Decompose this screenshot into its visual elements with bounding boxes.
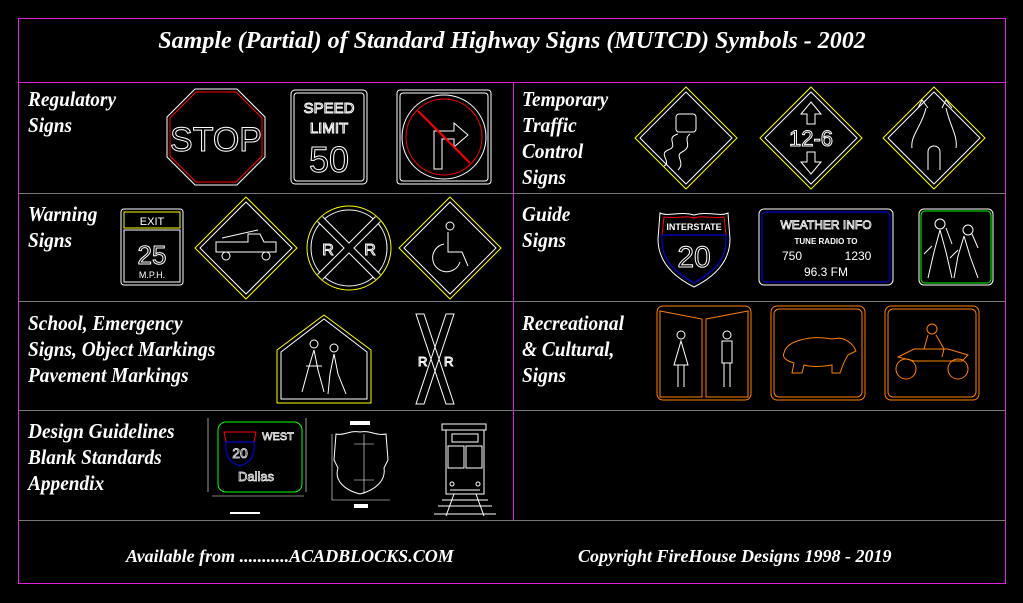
- section-recreational: Recreational & Cultural, Signs: [522, 311, 624, 387]
- railroad-pavement-marking: R R: [415, 313, 455, 405]
- interstate-number: 20: [677, 241, 710, 274]
- divider: [18, 520, 1006, 521]
- section-guide: Guide Signs: [522, 202, 571, 252]
- weather-tune: TUNE RADIO TO: [795, 237, 858, 246]
- exit-unit: M.P.H.: [139, 270, 165, 280]
- guide-direction: WEST: [262, 431, 294, 443]
- light-rail-sign: [434, 423, 496, 517]
- guide-sign-design-drawing: 20 WEST Dallas: [207, 418, 307, 514]
- restrooms-sign: [656, 305, 752, 401]
- hours-text: 12-6: [789, 126, 833, 151]
- atv-sign: [884, 305, 980, 401]
- exit-text: EXIT: [140, 216, 165, 228]
- speed-limit-sign: SPEED LIMIT 50: [290, 89, 368, 185]
- railroad-crossing-sign: R R: [306, 205, 392, 291]
- divider: [18, 301, 1006, 302]
- fire-station-sign: [194, 196, 298, 300]
- footer-available: Available from ...........ACADBLOCKS.COM: [126, 546, 454, 566]
- divider: [18, 82, 1006, 83]
- section-school: School, Emergency Signs, Object Markings…: [28, 311, 216, 387]
- weather-fm: 96.3 FM: [804, 265, 848, 279]
- no-right-turn-sign: [396, 89, 492, 185]
- rr-marking-right: R: [444, 354, 453, 369]
- footer-copyright: Copyright FireHouse Designs 1998 - 2019: [578, 546, 892, 566]
- school-crossing-sign: [276, 314, 372, 404]
- work-hours-sign: 12-6: [759, 86, 863, 190]
- weather-title: WEATHER INFO: [780, 218, 871, 232]
- divided-road-sign: [882, 86, 986, 190]
- limit-text: LIMIT: [310, 120, 348, 137]
- exit-number: 25: [138, 240, 167, 270]
- speed-value: 50: [309, 139, 349, 180]
- section-design: Design Guidelines Blank Standards Append…: [28, 419, 175, 495]
- handicapped-sign: [398, 196, 502, 300]
- slippery-road-sign: [634, 86, 738, 190]
- rr-left: R: [322, 242, 334, 259]
- rr-marking-left: R: [418, 354, 427, 369]
- stop-text: STOP: [170, 121, 262, 159]
- rr-right: R: [364, 242, 376, 259]
- stop-sign: STOP: [166, 88, 266, 186]
- interstate-shield: INTERSTATE 20: [657, 212, 731, 288]
- column-divider: [513, 82, 514, 520]
- hiking-trail-sign: [918, 208, 994, 286]
- weather-freq-1: 750: [782, 249, 802, 263]
- exit-speed-sign: EXIT 25 M.P.H.: [120, 208, 184, 286]
- speed-text: SPEED: [304, 100, 355, 117]
- bear-sign: [770, 305, 866, 401]
- weather-info-sign: WEATHER INFO TUNE RADIO TO 750 1230 96.3…: [758, 208, 894, 286]
- section-regulatory: Regulatory Signs: [28, 87, 117, 137]
- divider: [18, 410, 1006, 411]
- us-route-shield-drawing: [331, 421, 390, 508]
- divider: [18, 193, 1006, 194]
- guide-city: Dallas: [238, 469, 275, 484]
- interstate-text: INTERSTATE: [666, 222, 721, 232]
- page-title: Sample (Partial) of Standard Highway Sig…: [158, 28, 866, 54]
- weather-freq-2: 1230: [845, 249, 872, 263]
- guide-number: 20: [232, 445, 248, 461]
- section-temporary: Temporary Traffic Control Signs: [522, 87, 609, 189]
- section-warning: Warning Signs: [28, 202, 98, 252]
